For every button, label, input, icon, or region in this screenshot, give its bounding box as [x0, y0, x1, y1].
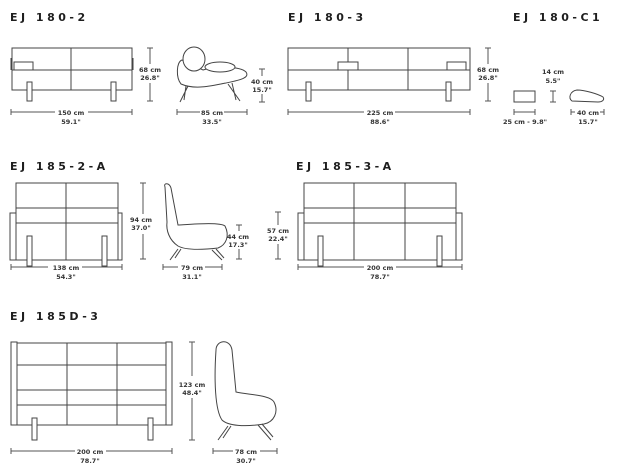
height-in: 26.8" — [478, 74, 497, 82]
model-ej-180-c1: EJ 180-C1 14 cm 5.5" 25 cm - 9.8" 40 cm … — [503, 11, 605, 126]
cushion-length-in: 15.7" — [578, 118, 597, 126]
front-view — [10, 341, 173, 441]
front-view — [10, 47, 134, 102]
height-in: 48.4" — [182, 389, 201, 397]
model-title: EJ 180-3 — [288, 11, 367, 24]
model-ej-185d-3: EJ 185D-3 200 cm 78.7" 123 cm 48.4" 78 c… — [10, 310, 278, 465]
height-cm: 68 cm — [139, 66, 161, 74]
cushion-length-cm: 40 cm — [577, 109, 599, 117]
width-in: 78.7" — [80, 457, 99, 465]
model-ej-185-3-a: EJ 185-3-A 200 cm 78.7" 57 cm 22.4" — [267, 160, 463, 281]
side-view — [214, 341, 277, 441]
height-cm: 68 cm — [477, 66, 499, 74]
width-in: 88.6" — [370, 118, 389, 126]
cushion-height-cm: 14 cm — [542, 68, 564, 76]
model-title: EJ 185-3-A — [296, 160, 395, 173]
model-ej-180-2: EJ 180-2 150 cm 59.1" 68 cm 26.8" 85 cm … — [10, 11, 273, 126]
model-title: EJ 180-C1 — [513, 11, 603, 24]
depth-in: 31.1" — [182, 273, 201, 281]
cushion-front — [513, 90, 536, 103]
model-title: EJ 185-2-A — [10, 160, 109, 173]
front-view — [9, 182, 123, 267]
model-ej-185-2-a: EJ 185-2-A 138 cm 54.3" 94 cm 37.0" 79 c… — [9, 160, 249, 281]
front-view — [287, 47, 471, 102]
width-cm: 138 cm — [53, 264, 80, 272]
width-cm: 200 cm — [77, 448, 104, 456]
seat-height-cm: 44 cm — [227, 233, 249, 241]
height-in: 26.8" — [140, 74, 159, 82]
model-title: EJ 185D-3 — [10, 310, 101, 323]
height-in: 22.4" — [268, 235, 287, 243]
width-cm: 200 cm — [367, 264, 394, 272]
cushion-side — [569, 89, 605, 103]
width-in: 59.1" — [61, 118, 80, 126]
seat-height-in: 17.3" — [228, 241, 247, 249]
model-title: EJ 180-2 — [10, 11, 89, 24]
seat-height-cm: 40 cm — [251, 78, 273, 86]
cushion-height-in: 5.5" — [546, 77, 561, 85]
height-in: 37.0" — [131, 224, 150, 232]
depth-in: 33.5" — [202, 118, 221, 126]
width-in: 78.7" — [370, 273, 389, 281]
front-view — [297, 182, 463, 267]
height-cm: 94 cm — [130, 216, 152, 224]
height-cm: 57 cm — [267, 227, 289, 235]
cushion-width: 25 cm - 9.8" — [503, 118, 547, 126]
seat-height-in: 15.7" — [252, 86, 271, 94]
side-view — [176, 46, 248, 103]
depth-cm: 79 cm — [181, 264, 203, 272]
width-cm: 150 cm — [58, 109, 85, 117]
depth-in: 30.7" — [236, 457, 255, 465]
width-cm: 225 cm — [367, 109, 394, 117]
depth-cm: 85 cm — [201, 109, 223, 117]
width-in: 54.3" — [56, 273, 75, 281]
depth-cm: 78 cm — [235, 448, 257, 456]
height-cm: 123 cm — [179, 381, 206, 389]
side-view — [164, 183, 228, 261]
model-ej-180-3: EJ 180-3 225 cm 88.6" 68 cm 26.8" — [287, 11, 499, 126]
